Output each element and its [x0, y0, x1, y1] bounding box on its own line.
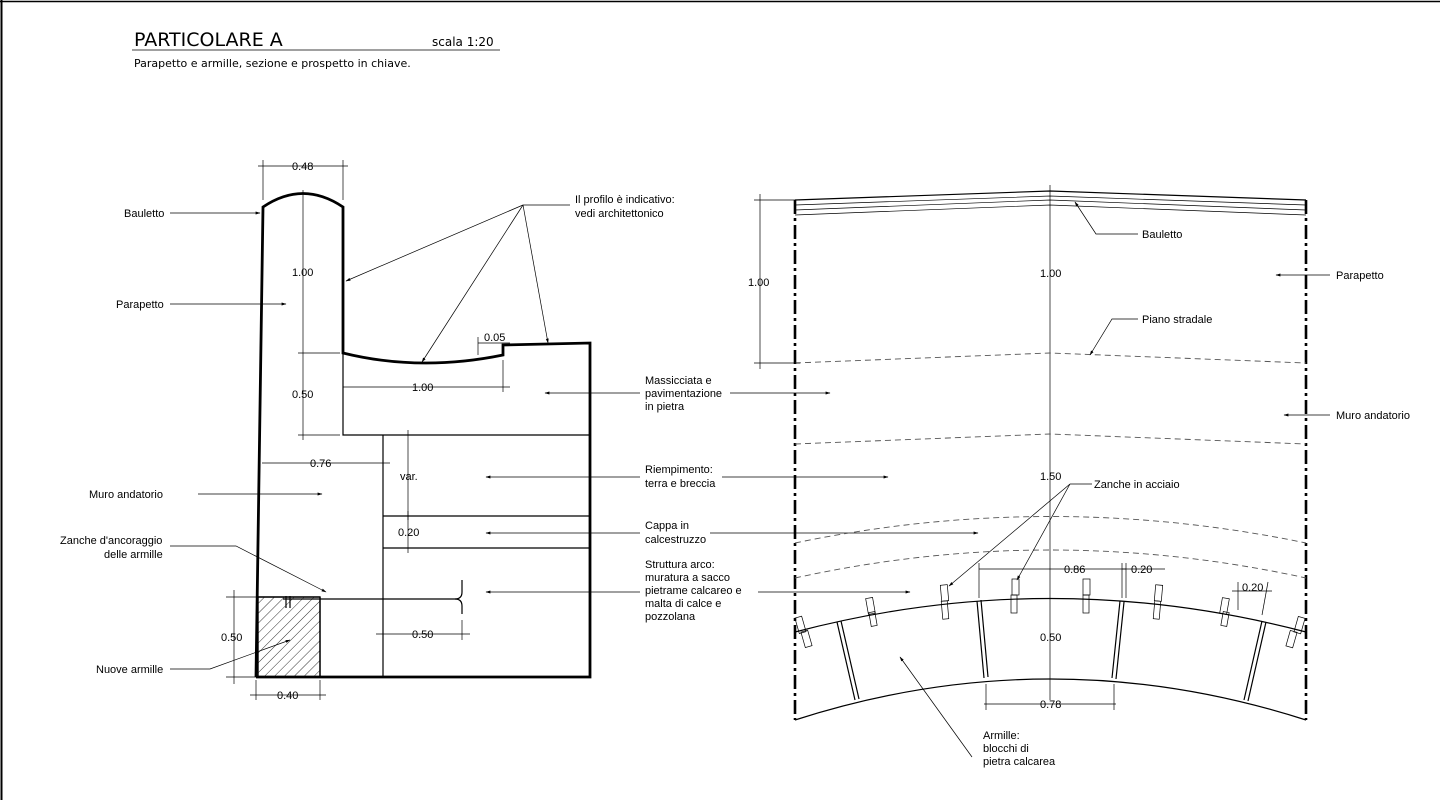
- dim-050-massicciata: 0.50: [292, 389, 313, 401]
- label-massicciata-2: pavimentazione: [645, 388, 722, 400]
- label-bauletto: Bauletto: [124, 208, 164, 220]
- dim-005: 0.05: [484, 332, 505, 344]
- elevation-drawing: 1.00 1.00 1.50 0.50 0.86 0.20 0.20 0.78 …: [748, 185, 1410, 768]
- label-massicciata-3: in pietra: [645, 401, 685, 413]
- nuove-armille-hatch: [257, 596, 321, 678]
- label-nuove-armille: Nuove armille: [96, 664, 163, 676]
- elev-label-parapetto: Parapetto: [1336, 270, 1384, 282]
- dim-050-arco: 0.50: [412, 629, 433, 641]
- elev-dim-100-center: 1.00: [1040, 268, 1061, 280]
- label-zanche-2: delle armille: [104, 549, 163, 561]
- dim-076: 0.76: [310, 458, 331, 470]
- label-cappa-1: Cappa in: [645, 520, 689, 532]
- label-riempimento-1: Riempimento:: [645, 464, 713, 476]
- scale-label: scala 1:20: [432, 35, 494, 49]
- title: PARTICOLARE A: [134, 29, 283, 51]
- label-profilo-1: Il profilo è indicativo:: [575, 194, 675, 206]
- dim-040: 0.40: [277, 690, 298, 702]
- label-massicciata-1: Massicciata e: [645, 375, 712, 387]
- dim-100-parapet: 1.00: [292, 267, 313, 279]
- label-zanche-1: Zanche d'ancoraggio: [60, 535, 162, 547]
- elev-label-bauletto: Bauletto: [1142, 229, 1182, 241]
- subtitle: Parapetto e armille, sezione e prospetto…: [134, 57, 411, 70]
- title-block: PARTICOLARE A scala 1:20 Parapetto e arm…: [132, 29, 500, 70]
- elev-dim-150: 1.50: [1040, 471, 1061, 483]
- dim-100-road: 1.00: [412, 382, 433, 394]
- label-cappa-2: calcestruzzo: [645, 534, 706, 546]
- dim-048: 0.48: [292, 161, 313, 173]
- label-muro-andatorio: Muro andatorio: [89, 489, 163, 501]
- label-parapetto: Parapetto: [116, 299, 164, 311]
- dim-020-cappa: 0.20: [398, 527, 419, 539]
- label-riempimento-2: terra e breccia: [645, 478, 716, 490]
- section-drawing: 0.48 1.00 0.50 1.00 0.05 0.76 var. 0.20 …: [60, 160, 979, 702]
- elev-label-muro-andatorio: Muro andatorio: [1336, 410, 1410, 422]
- elev-label-zanche: Zanche in acciaio: [1094, 479, 1180, 491]
- elev-dim-020-a: 0.20: [1131, 564, 1152, 576]
- label-struttura-5: pozzolana: [645, 611, 696, 623]
- label-struttura-4: malta di calce e: [645, 598, 721, 610]
- dim-var: var.: [400, 471, 418, 483]
- elev-dim-086: 0.86: [1064, 564, 1085, 576]
- elev-label-piano-stradale: Piano stradale: [1142, 314, 1212, 326]
- label-struttura-2: muratura a sacco: [645, 572, 730, 584]
- elev-dim-050: 0.50: [1040, 632, 1061, 644]
- elev-label-armille-2: blocchi di: [983, 743, 1029, 755]
- label-struttura-1: Struttura arco:: [645, 559, 715, 571]
- elev-label-armille-3: pietra calcarea: [983, 756, 1056, 768]
- elev-dim-078: 0.78: [1040, 699, 1061, 711]
- label-profilo-2: vedi architettonico: [575, 208, 664, 220]
- dim-050-armilla: 0.50: [221, 632, 242, 644]
- elev-dim-020-b: 0.20: [1242, 582, 1263, 594]
- elev-label-armille-1: Armille:: [983, 730, 1020, 742]
- label-struttura-3: pietrame calcareo e: [645, 585, 742, 597]
- elev-dim-100-left: 1.00: [748, 277, 769, 289]
